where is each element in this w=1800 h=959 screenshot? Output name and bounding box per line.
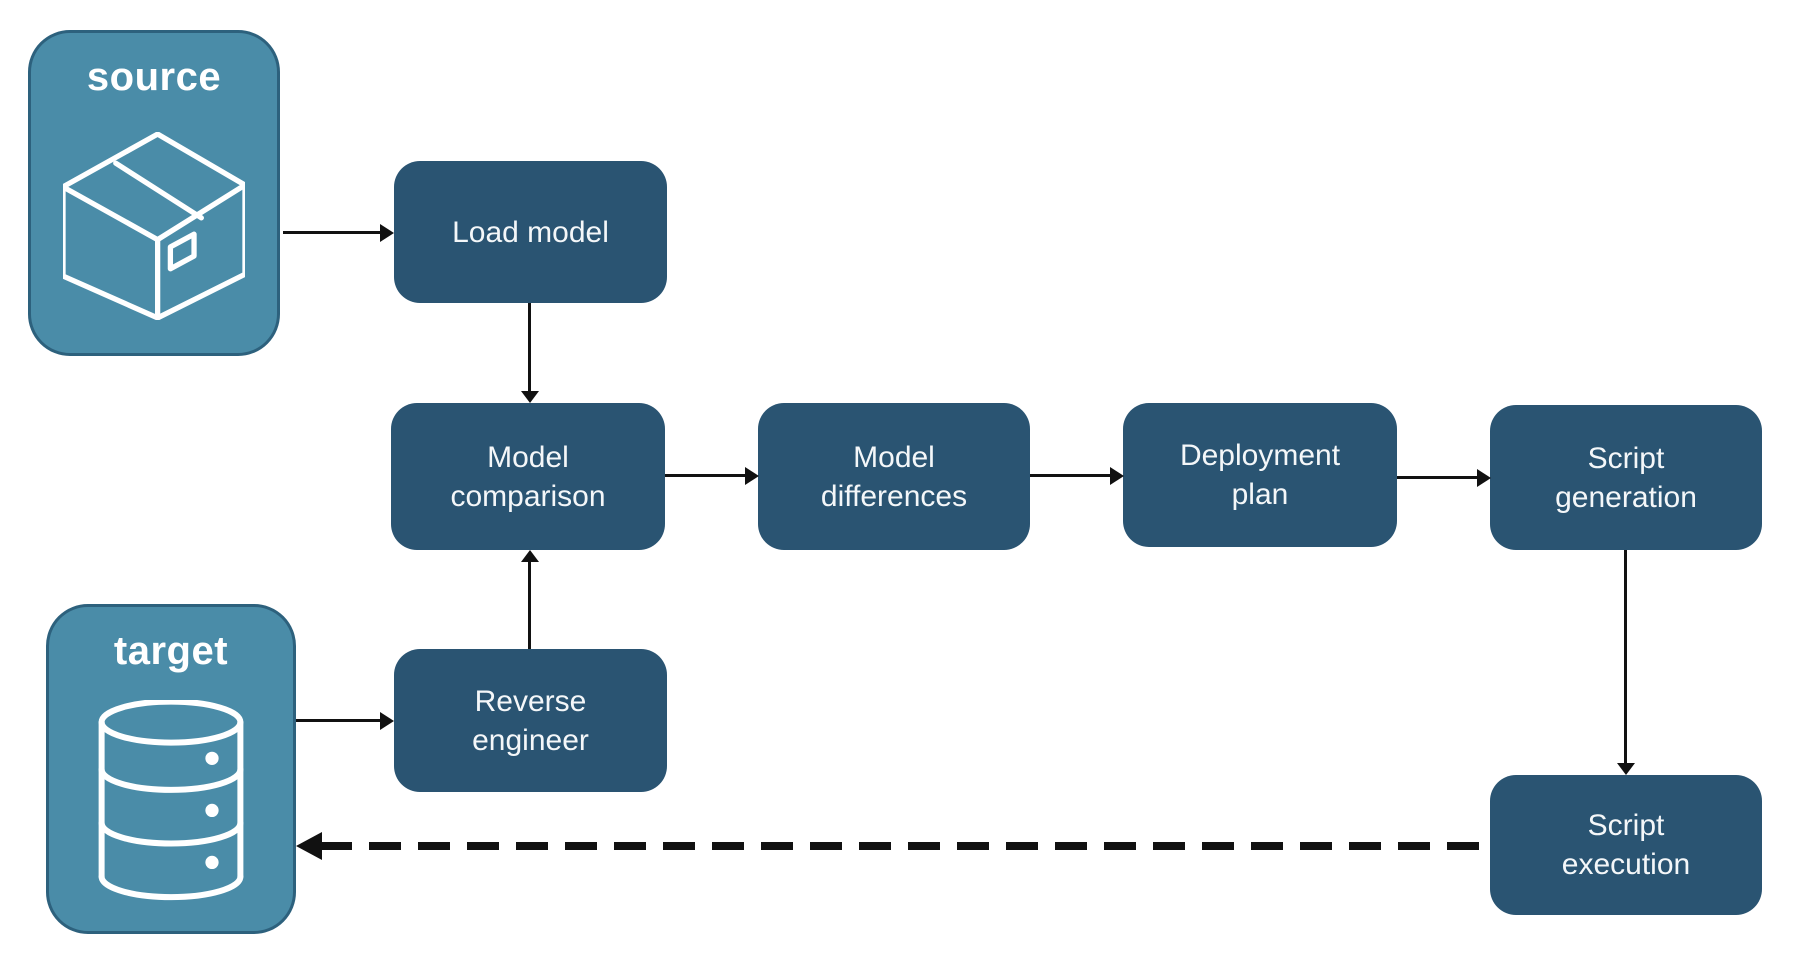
edge-target-to-reverse-engineer-line (296, 719, 381, 722)
node-deployment-plan: Deployment plan (1123, 403, 1397, 547)
edge-script-generation-to-script-execution-arrowhead (1617, 763, 1635, 775)
edge-script-execution-to-target-dashed-line (320, 842, 1490, 850)
node-reverse-engineer: Reverse engineer (394, 649, 667, 792)
node-model-differences: Model differences (758, 403, 1030, 550)
edge-target-to-reverse-engineer-arrowhead (380, 712, 394, 730)
endpoint-source-label: source (86, 55, 222, 99)
node-model-comparison: Model comparison (391, 403, 665, 550)
edge-deployment-plan-to-script-generation-arrowhead (1477, 469, 1491, 487)
node-script-execution-label-line1: Script (1587, 809, 1665, 842)
endpoint-source: source (28, 30, 280, 356)
edge-script-generation-to-script-execution-line (1624, 550, 1627, 763)
database-icon (49, 673, 293, 931)
edge-model-comparison-to-model-differences-line (665, 474, 746, 477)
node-deployment-plan-label-line1: Deployment (1179, 439, 1341, 472)
node-load-model-label: Load model (452, 215, 609, 249)
edge-reverse-engineer-to-model-comparison-line (528, 562, 531, 649)
node-script-execution-label-line2: execution (1561, 848, 1691, 881)
edge-deployment-plan-to-script-generation-line (1397, 476, 1478, 479)
edge-script-execution-to-target-arrowhead (296, 832, 322, 860)
endpoint-target: target (46, 604, 296, 934)
node-reverse-engineer-label-line2: engineer (472, 723, 589, 757)
package-icon (31, 99, 277, 353)
node-model-comparison-label-line1: Model (487, 440, 569, 474)
node-reverse-engineer-label-line1: Reverse (474, 684, 587, 718)
edge-model-differences-to-deployment-plan-line (1030, 474, 1111, 477)
node-model-differences-label-line2: differences (820, 479, 968, 513)
node-script-generation: Script generation (1490, 405, 1762, 550)
node-model-comparison-label-line2: comparison (450, 479, 606, 513)
edge-source-to-load-model-arrowhead (380, 224, 394, 242)
node-script-generation-label-line2: generation (1555, 480, 1697, 514)
edge-model-differences-to-deployment-plan-arrowhead (1110, 467, 1124, 485)
edge-load-model-to-model-comparison-arrowhead (521, 391, 539, 403)
endpoint-target-label: target (113, 629, 229, 673)
edge-source-to-load-model-line (283, 231, 381, 234)
node-script-generation-label-line1: Script (1587, 441, 1665, 475)
node-model-differences-label-line1: Model (853, 440, 935, 474)
node-deployment-plan-label-line2: plan (1231, 478, 1289, 511)
edge-load-model-to-model-comparison-line (528, 303, 531, 391)
node-load-model: Load model (394, 161, 667, 303)
edge-reverse-engineer-to-model-comparison-arrowhead (521, 550, 539, 562)
node-script-execution: Script execution (1490, 775, 1762, 915)
edge-model-comparison-to-model-differences-arrowhead (745, 467, 759, 485)
